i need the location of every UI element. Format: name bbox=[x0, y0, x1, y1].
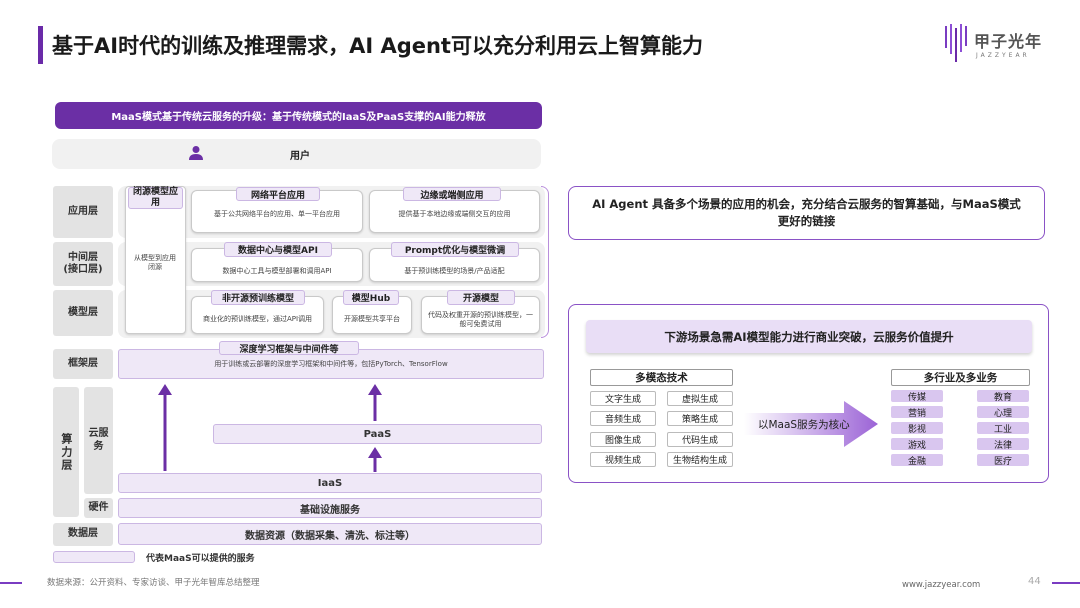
brand-logo: 甲子光年 JAZZYEAR bbox=[944, 22, 1054, 68]
layer-framework-label: 框架层 bbox=[53, 349, 113, 379]
footer-url[interactable]: www.jazzyear.com bbox=[902, 580, 981, 590]
arrow-up-iaas-icon bbox=[158, 384, 172, 471]
logo-text-cn: 甲子光年 bbox=[974, 32, 1043, 51]
user-row bbox=[52, 139, 541, 169]
industry-item: 营销 bbox=[891, 406, 943, 419]
model-box-hub-title: 模型Hub bbox=[343, 290, 399, 305]
maas-core-arrow-icon bbox=[744, 401, 878, 447]
tech-item: 生物结构生成 bbox=[667, 452, 733, 467]
middle-box-api-desc: 数据中心工具与模型部署和调用API bbox=[222, 267, 332, 276]
model-box-hub-desc: 开源模型共享平台 bbox=[344, 315, 400, 324]
layer-cloud-label: 云服 务 bbox=[84, 387, 113, 494]
infra-row: 基础设施服务 bbox=[118, 498, 542, 518]
downstream-panel-title: 下游场景急需AI模型能力进行商业突破，云服务价值提升 bbox=[586, 320, 1032, 353]
maas-core-arrow-label: 以MaaS服务为核心 bbox=[758, 419, 850, 431]
framework-desc: 用于训练或云部署的深度学习框架和中间件等，包括PyTorch、TensorFlo… bbox=[214, 360, 448, 369]
industry-item: 法律 bbox=[977, 438, 1029, 451]
legend-swatch bbox=[53, 551, 135, 563]
industry-item: 影视 bbox=[891, 422, 943, 435]
paas-row: PaaS bbox=[213, 424, 542, 444]
user-icon bbox=[189, 146, 203, 160]
model-box-open-desc: 代码及权重开源的预训练模型，一般可免费试用 bbox=[428, 310, 533, 328]
closed-loop-desc: 从模型到应用闭源 bbox=[134, 253, 176, 271]
layer-hardware-label: 硬件 bbox=[84, 498, 113, 518]
page-title: 基于AI时代的训练及推理需求，AI Agent可以充分利用云上智算能力 bbox=[52, 34, 703, 58]
industry-item: 游戏 bbox=[891, 438, 943, 451]
app-box-network-title: 网络平台应用 bbox=[236, 187, 320, 201]
app-box-edge-desc: 提供基于本地边缘或端侧交互的应用 bbox=[398, 210, 511, 219]
footer-source: 数据来源：公开资料、专家访谈、甲子光年智库总结整理 bbox=[47, 578, 260, 588]
logo-mark-icon bbox=[945, 24, 967, 62]
maas-banner: MaaS模式基于传统云服务的升级：基于传统模式的IaaS及PaaS支撑的AI能力… bbox=[55, 102, 542, 129]
footer-accent-left bbox=[0, 582, 22, 584]
middle-box-prompt-desc: 基于预训练模型的场景/产品适配 bbox=[404, 267, 505, 276]
closed-loop-title: 闭源模型应用 bbox=[128, 187, 183, 209]
layer-middle-label: 中间层 (接口层) bbox=[53, 242, 113, 286]
app-box-network-desc: 基于公共网络平台的应用、单一平台应用 bbox=[214, 210, 340, 219]
layer-compute-label: 算力层 bbox=[53, 387, 79, 517]
tech-item: 视频生成 bbox=[590, 452, 656, 467]
industry-header: 多行业及多业务 bbox=[891, 369, 1030, 386]
arrow-up-iaas-small-icon bbox=[368, 447, 382, 472]
layer-data-label: 数据层 bbox=[53, 523, 113, 546]
app-box-edge-title: 边缘或端侧应用 bbox=[403, 187, 501, 201]
agent-opportunity-box: AI Agent 具备多个场景的应用的机会，充分结合云服务的智算基础，与MaaS… bbox=[568, 186, 1045, 240]
closed-loop-column bbox=[125, 186, 186, 334]
page-number: 44 bbox=[1028, 576, 1041, 587]
industry-item: 传媒 bbox=[891, 390, 943, 403]
iaas-row: IaaS bbox=[118, 473, 542, 493]
data-row: 数据资源（数据采集、清洗、标注等） bbox=[118, 523, 542, 545]
industry-item: 教育 bbox=[977, 390, 1029, 403]
industry-item: 金融 bbox=[891, 454, 943, 467]
title-accent-bar bbox=[38, 26, 43, 64]
agent-opportunity-text: AI Agent 具备多个场景的应用的机会，充分结合云服务的智算基础，与MaaS… bbox=[592, 197, 1021, 228]
model-box-closed-title: 非开源预训练模型 bbox=[211, 290, 305, 305]
tech-item: 文字生成 bbox=[590, 391, 656, 406]
middle-box-api-title: 数据中心与模型API bbox=[224, 242, 332, 257]
user-label: 用户 bbox=[290, 150, 310, 162]
tech-item: 音频生成 bbox=[590, 411, 656, 426]
layer-app-label: 应用层 bbox=[53, 186, 113, 238]
framework-title: 深度学习框架与中间件等 bbox=[219, 341, 359, 355]
footer-accent-right bbox=[1052, 582, 1080, 584]
tech-item: 策略生成 bbox=[667, 411, 733, 426]
logo-text-en: JAZZYEAR bbox=[976, 52, 1030, 59]
model-box-open-title: 开源模型 bbox=[447, 290, 515, 305]
arrow-up-paas-icon bbox=[368, 384, 382, 421]
tech-item: 图像生成 bbox=[590, 432, 656, 447]
layer-model-label: 模型层 bbox=[53, 290, 113, 336]
tech-item: 虚拟生成 bbox=[667, 391, 733, 406]
tech-header: 多模态技术 bbox=[590, 369, 733, 386]
left-bracket bbox=[541, 186, 549, 338]
legend-label: 代表MaaS可以提供的服务 bbox=[146, 554, 255, 564]
middle-box-prompt-title: Prompt优化与模型微调 bbox=[391, 242, 519, 257]
industry-item: 医疗 bbox=[977, 454, 1029, 467]
tech-item: 代码生成 bbox=[667, 432, 733, 447]
industry-item: 工业 bbox=[977, 422, 1029, 435]
model-box-closed-desc: 商业化的预训练模型，通过API调用 bbox=[202, 315, 313, 324]
industry-item: 心理 bbox=[977, 406, 1029, 419]
